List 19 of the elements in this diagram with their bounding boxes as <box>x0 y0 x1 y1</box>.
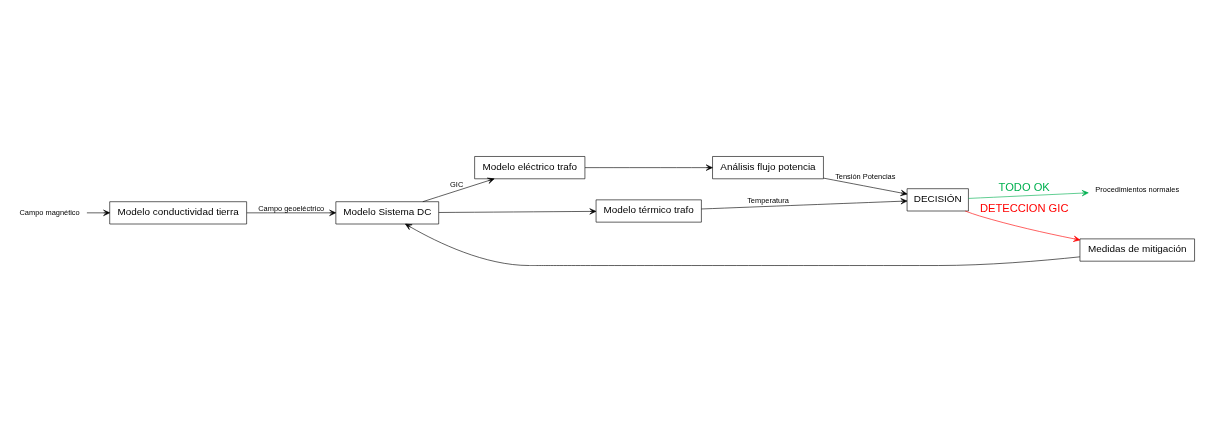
edge-label: DETECCION GIC <box>979 201 1069 214</box>
arrow <box>964 210 1081 242</box>
arrow <box>823 177 908 196</box>
arrow <box>438 207 597 214</box>
node-box: Medidas de mitigación <box>1079 238 1195 261</box>
arrow <box>422 177 495 202</box>
node-box: DECISIÓN <box>906 187 969 211</box>
node-box: Modelo conductividad tierra <box>109 200 247 224</box>
arrow <box>86 209 110 216</box>
node-box: Modelo eléctrico trafo <box>474 155 586 179</box>
arrow <box>405 223 1081 266</box>
edge-label: TODO OK <box>998 180 1050 193</box>
node-box: Análisis flujo potencia <box>712 155 824 179</box>
arrow <box>584 164 713 171</box>
node-box: Modelo Sistema DC <box>335 200 439 224</box>
arrow <box>701 197 908 209</box>
node-box: Modelo térmico trafo <box>595 199 702 222</box>
arrow <box>968 189 1089 199</box>
arrow <box>246 209 337 216</box>
